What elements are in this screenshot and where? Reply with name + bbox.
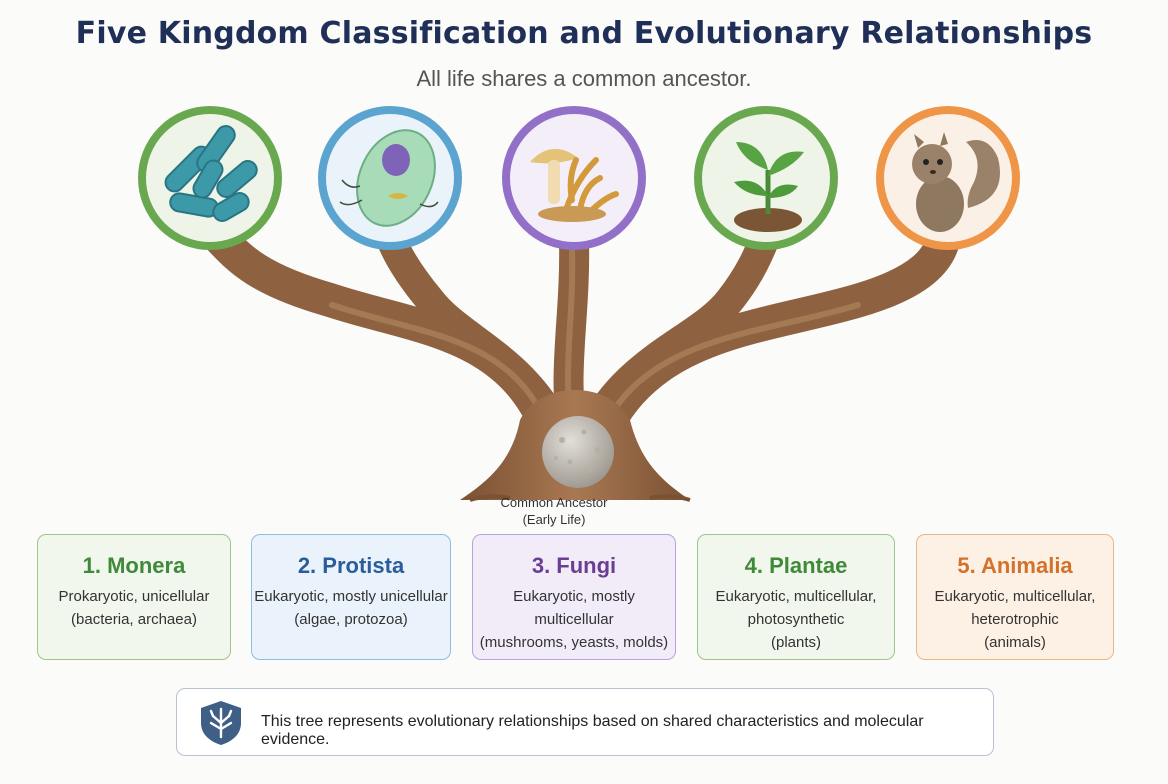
kingdom-card-fungi: 3. Fungi Eukaryotic, mostly multicellula… — [472, 534, 676, 660]
footer-note-text: This tree represents evolutionary relati… — [261, 713, 924, 748]
squirrel-icon — [876, 106, 1020, 250]
branch-animalia — [578, 219, 961, 469]
desc-line: Eukaryotic, mostly unicellular — [254, 588, 448, 605]
desc-line: Eukaryotic, multicellular, — [715, 588, 877, 605]
branch-protista — [375, 221, 577, 455]
desc-line: (plants) — [770, 634, 822, 651]
desc-line: heterotrophic — [971, 611, 1059, 628]
ancestor-line-1: Common Ancestor — [500, 495, 608, 510]
bacteria-icon — [138, 106, 282, 250]
footer-note-box: This tree represents evolutionary relati… — [176, 688, 994, 756]
kingdom-description: Eukaryotic, multicellular, heterotrophic… — [917, 585, 1113, 654]
kingdom-name: 5. Animalia — [957, 553, 1073, 578]
kingdom-name: 2. Protista — [297, 553, 405, 578]
desc-line: Prokaryotic, unicellular — [58, 588, 210, 605]
desc-line: (mushrooms, yeasts, molds) — [479, 634, 669, 651]
kingdom-name: 1. Monera — [82, 553, 186, 578]
protist-cell-icon — [318, 106, 462, 250]
page-title: Five Kingdom Classification and Evolutio… — [75, 16, 1093, 51]
desc-line: (bacteria, archaea) — [71, 611, 197, 628]
common-ancestor-label: Common Ancestor (Early Life) — [484, 494, 624, 528]
kingdom-card-monera: 1. Monera Prokaryotic, unicellular (bact… — [37, 534, 231, 660]
sprout-icon — [694, 106, 838, 250]
mushroom-icon — [502, 106, 646, 250]
shield-tree-icon — [201, 701, 241, 745]
desc-line: (algae, protozoa) — [294, 611, 408, 628]
desc-line: Eukaryotic, multicellular, — [934, 588, 1096, 605]
common-ancestor-stone — [542, 416, 614, 488]
kingdom-card-plantae: 4. Plantae Eukaryotic, multicellular, ph… — [697, 534, 895, 660]
kingdom-description: Eukaryotic, mostly unicellular (algae, p… — [252, 585, 450, 631]
kingdom-name: 4. Plantae — [744, 553, 848, 578]
desc-line: Eukaryotic, mostly multicellular — [513, 588, 635, 628]
ancestor-line-2: (Early Life) — [522, 512, 586, 527]
kingdom-description: Eukaryotic, mostly multicellular (mushro… — [473, 585, 675, 654]
desc-line: (animals) — [984, 634, 1046, 651]
kingdom-card-animalia: 5. Animalia Eukaryotic, multicellular, h… — [916, 534, 1114, 660]
kingdom-name: 3. Fungi — [531, 553, 617, 578]
branch-monera — [201, 219, 573, 469]
kingdom-description: Prokaryotic, unicellular (bacteria, arch… — [38, 585, 230, 631]
desc-line: photosynthetic — [747, 611, 845, 628]
page-subtitle: All life shares a common ancestor. — [416, 66, 752, 91]
kingdom-description: Eukaryotic, multicellular, photosyntheti… — [698, 585, 894, 654]
kingdom-card-protista: 2. Protista Eukaryotic, mostly unicellul… — [251, 534, 451, 660]
